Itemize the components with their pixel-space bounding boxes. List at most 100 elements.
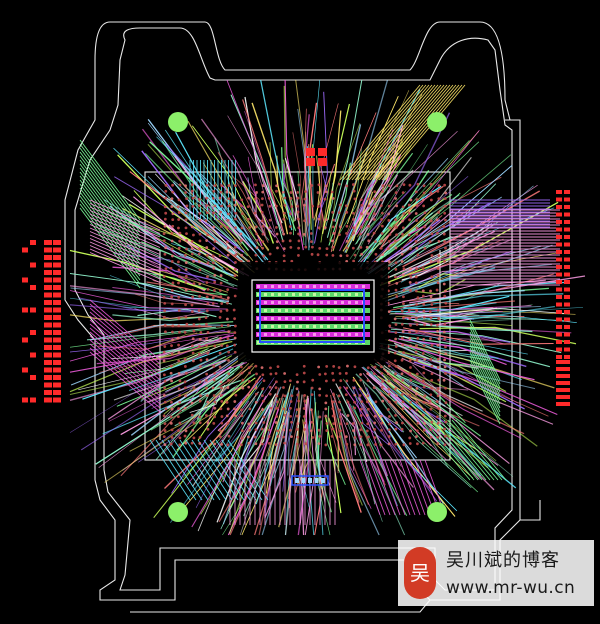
via <box>303 219 306 223</box>
via <box>386 372 390 376</box>
via <box>387 392 391 396</box>
via <box>345 210 349 214</box>
die-pad <box>271 325 274 328</box>
trace <box>170 398 256 523</box>
via <box>303 394 307 397</box>
via <box>254 442 258 446</box>
via <box>387 184 391 188</box>
via <box>415 303 419 306</box>
via <box>318 387 322 391</box>
connector-pad <box>556 242 562 247</box>
via <box>394 197 398 200</box>
watermark-logo-icon: 吴 <box>404 547 436 599</box>
via <box>213 240 217 243</box>
via <box>380 198 383 202</box>
via <box>191 295 195 299</box>
via <box>394 372 397 376</box>
trace <box>195 377 275 508</box>
via <box>197 309 201 312</box>
trace <box>203 439 245 501</box>
via <box>171 183 174 187</box>
via <box>185 204 189 208</box>
via <box>353 365 357 369</box>
via <box>338 400 341 404</box>
trace <box>292 132 303 238</box>
via <box>198 294 201 298</box>
via <box>381 190 385 193</box>
via <box>219 380 223 384</box>
via <box>295 373 299 377</box>
via <box>332 365 336 368</box>
trace <box>469 351 501 413</box>
trace <box>327 416 339 474</box>
trace <box>375 368 514 477</box>
trace <box>342 84 424 181</box>
trace <box>89 241 161 273</box>
connector-pad <box>564 220 570 224</box>
connector-pad <box>53 375 61 380</box>
via <box>171 324 175 328</box>
trace <box>155 348 208 365</box>
via <box>177 407 181 410</box>
via <box>163 379 167 383</box>
via <box>205 246 209 249</box>
via <box>402 443 406 447</box>
via <box>409 323 412 327</box>
trace <box>79 139 141 221</box>
die-pad <box>327 333 330 336</box>
trace <box>358 396 402 467</box>
via <box>359 443 363 446</box>
connector-pad <box>556 310 562 314</box>
trace <box>89 199 161 231</box>
connector-pad <box>53 390 61 395</box>
connector-pad <box>30 240 36 245</box>
via <box>407 309 411 312</box>
via <box>367 239 371 243</box>
via <box>409 267 412 271</box>
via <box>246 205 250 209</box>
via <box>219 336 222 340</box>
die-pad <box>292 309 295 312</box>
trace <box>388 339 535 381</box>
connector-pad <box>556 190 562 194</box>
via <box>248 407 252 411</box>
via <box>177 260 180 264</box>
die-pad <box>299 301 302 304</box>
via <box>233 407 236 411</box>
via <box>366 394 370 398</box>
via <box>339 225 342 229</box>
via <box>164 211 168 215</box>
die-pad <box>306 301 309 304</box>
die-pad <box>278 333 281 336</box>
via <box>261 197 264 201</box>
via <box>325 422 329 425</box>
trace <box>234 177 266 235</box>
via <box>162 288 166 291</box>
via <box>366 212 370 215</box>
connector-pad <box>564 212 570 217</box>
via <box>373 190 377 193</box>
watermark-url[interactable]: www.mr-wu.cn <box>446 578 576 598</box>
via <box>444 352 448 356</box>
via <box>380 385 384 389</box>
via <box>296 393 300 397</box>
via <box>366 197 370 201</box>
via <box>337 211 341 215</box>
via <box>310 252 314 256</box>
die-pad <box>271 293 274 296</box>
via <box>185 197 188 201</box>
via <box>177 387 181 391</box>
trace <box>403 290 525 307</box>
via <box>423 211 427 215</box>
via <box>429 393 433 397</box>
via <box>437 317 441 320</box>
via <box>262 379 266 383</box>
via <box>198 442 202 445</box>
via <box>283 372 287 375</box>
via <box>415 316 418 320</box>
trace <box>384 459 406 516</box>
die-pad <box>257 285 260 288</box>
via <box>212 365 216 368</box>
via <box>240 371 244 375</box>
via <box>162 394 166 397</box>
